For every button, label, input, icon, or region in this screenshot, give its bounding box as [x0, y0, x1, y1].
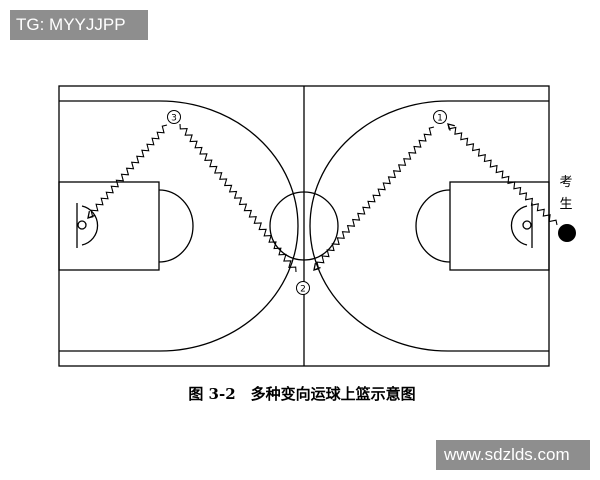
examinee-label-2: 生: [559, 197, 572, 212]
watermark-top: TG: MYYJJPP: [10, 10, 148, 40]
dribble-path-3-to-left-hoop-arrow: [87, 210, 95, 220]
left-hoop: [77, 220, 87, 230]
left-restricted-arc: [81, 205, 99, 246]
dribble-path-1-to-2-arrow: [313, 262, 321, 272]
left-free-throw-circle: [158, 189, 194, 263]
marker-3-circle: [167, 110, 181, 124]
marker-3-label: 3: [171, 114, 177, 124]
left-key: [58, 181, 160, 271]
dribble-path-3-to-left-hoop: [87, 124, 168, 219]
right-hoop: [522, 220, 532, 230]
watermark-bottom: www.sdzlds.com: [436, 440, 590, 470]
figure-caption: 图 3-2 多种变向运球上篮示意图: [188, 385, 415, 403]
center-circle: [269, 191, 339, 261]
dribble-path-1-to-2: [313, 126, 435, 271]
dribble-path-examinee-to-1: [447, 123, 558, 226]
marker-2-circle: [296, 281, 310, 295]
dribble-path-examinee-to-1-arrow: [447, 123, 455, 131]
left-three-point-arc: [159, 100, 299, 352]
right-key: [449, 181, 550, 271]
marker-1-circle: [433, 110, 447, 124]
right-restricted-arc: [510, 205, 528, 246]
examinee-dot: [558, 224, 576, 242]
marker-1-label: 1: [437, 114, 443, 124]
right-three-point-arc: [309, 100, 449, 352]
marker-2-label: 2: [300, 285, 306, 295]
examinee-label-1: 考: [559, 175, 572, 190]
right-free-throw-circle: [415, 189, 451, 263]
dribble-path-2-to-3: [179, 123, 297, 273]
